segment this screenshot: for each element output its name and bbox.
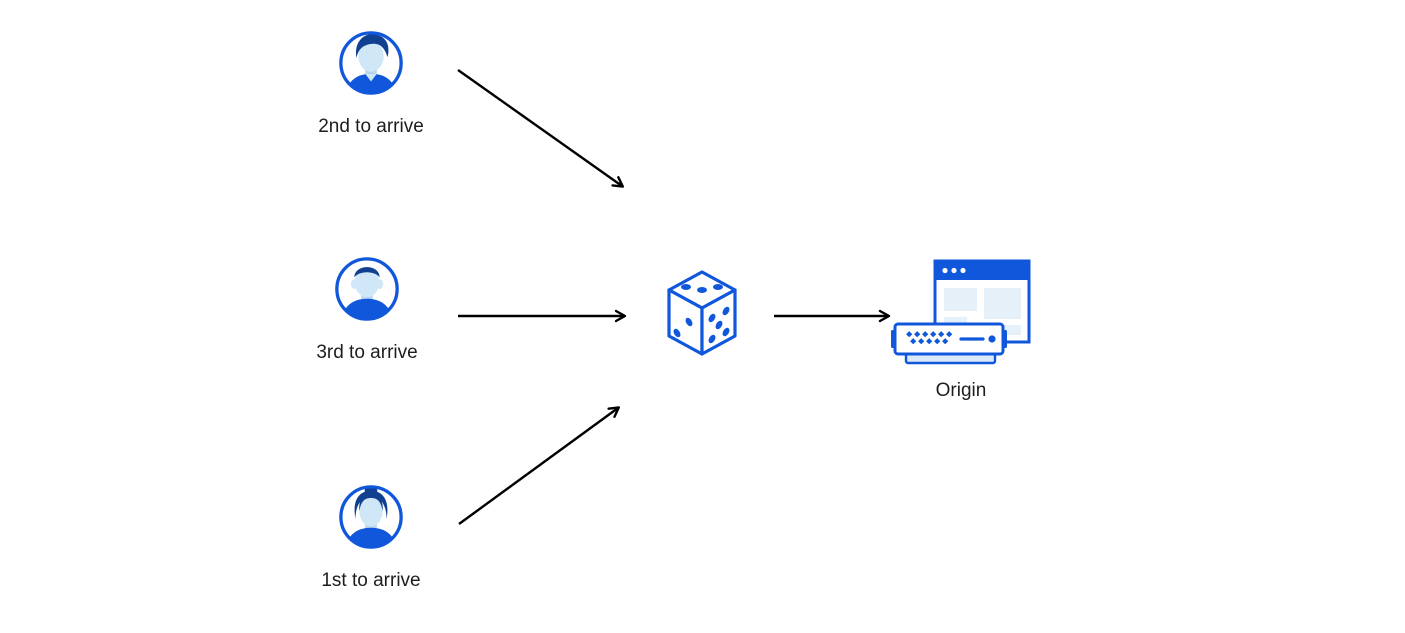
client-label: 2nd to arrive	[318, 116, 424, 137]
female-avatar-bun-icon	[339, 485, 403, 549]
dice-icon	[667, 270, 737, 356]
male-avatar-side-part-icon	[339, 31, 403, 95]
arrow-client2-to-dice	[457, 69, 625, 188]
male-avatar-flat-top-icon	[335, 257, 399, 321]
origin-node: Origin	[886, 258, 1036, 402]
arrow-client1-to-dice	[458, 406, 621, 525]
origin-browser-server-icon	[891, 259, 1031, 365]
client-label: 1st to arrive	[321, 570, 421, 591]
origin-label: Origin	[935, 380, 987, 401]
client-node-3rd-to-arrive: 3rd to arrive	[297, 254, 437, 364]
client-label: 3rd to arrive	[316, 342, 418, 363]
client-node-2nd-to-arrive: 2nd to arrive	[301, 28, 441, 138]
client-node-1st-to-arrive: 1st to arrive	[301, 482, 441, 592]
